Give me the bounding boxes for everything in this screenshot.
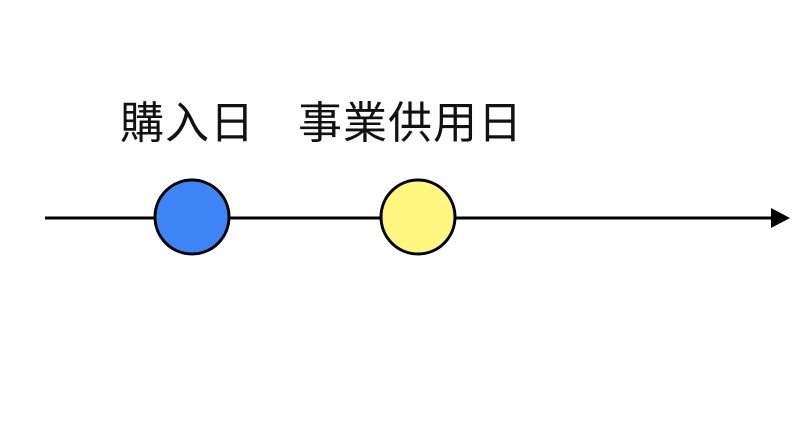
service-start-date-marker <box>379 178 457 256</box>
purchase-date-label: 購入日 <box>120 98 255 149</box>
service-start-date-label: 事業供用日 <box>298 98 523 149</box>
timeline-arrowhead-icon <box>771 208 790 228</box>
purchase-date-marker <box>153 178 231 256</box>
